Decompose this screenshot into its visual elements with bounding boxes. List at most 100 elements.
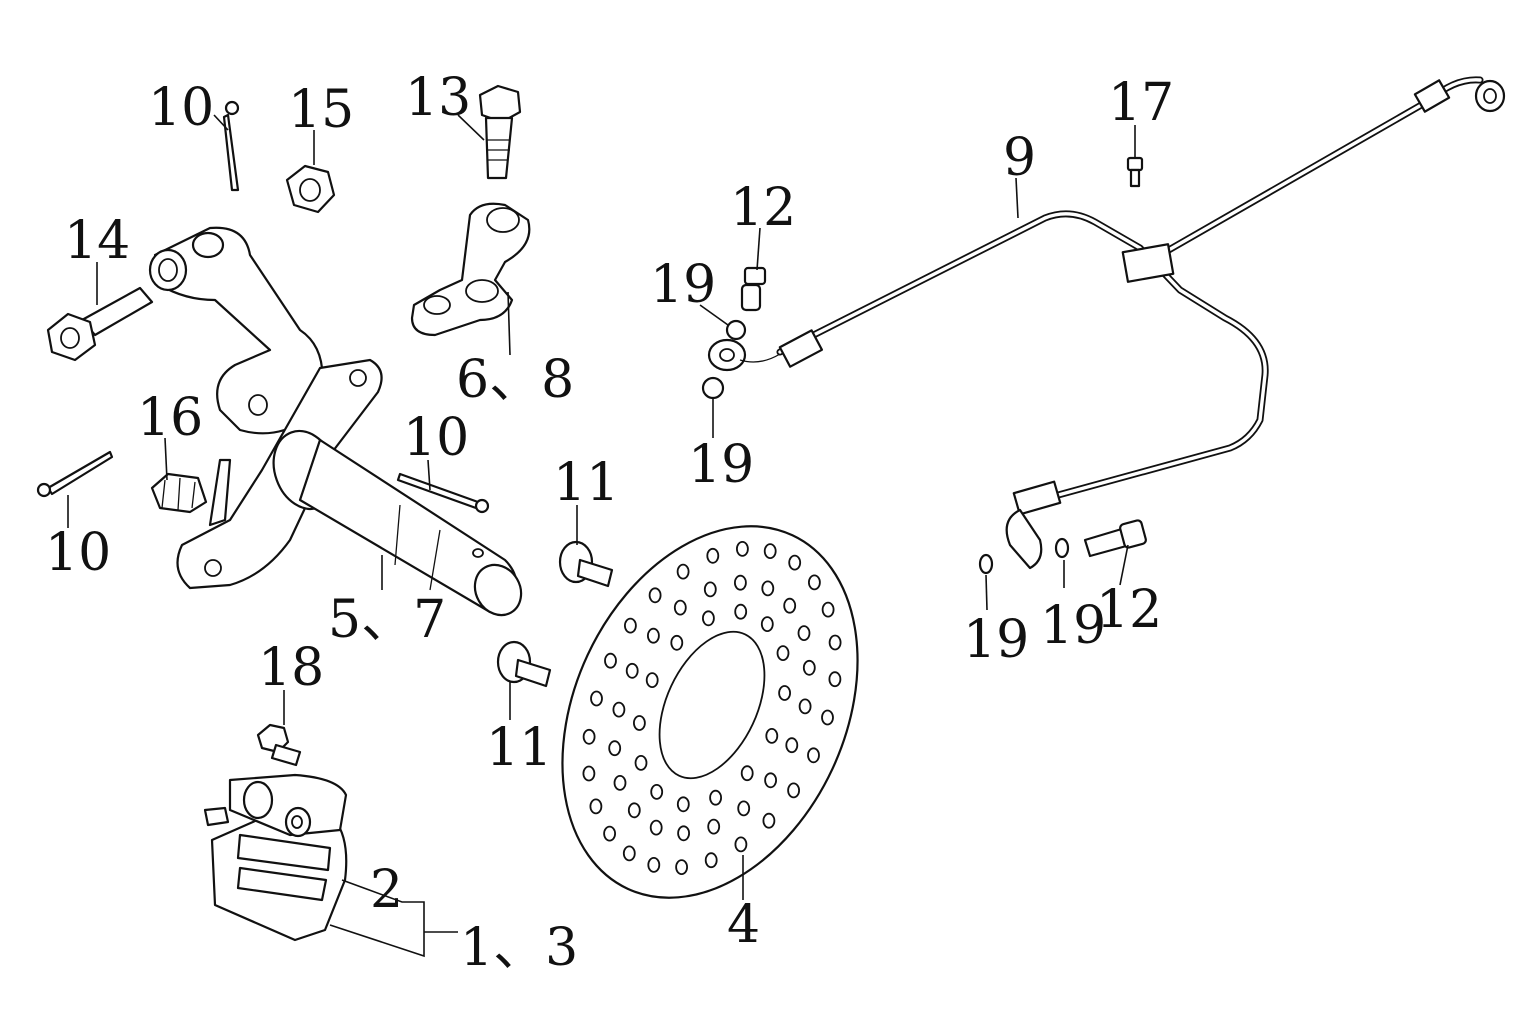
disc-hole [821,601,835,618]
disc-hole [675,859,688,875]
disc-hole [582,765,596,782]
disc-hole [622,845,636,862]
cotter-pin-mid [396,472,490,514]
wheel-stud-lower [496,640,552,688]
disc-hole [785,737,799,754]
callout-17: 17 [1108,73,1174,133]
callout-18: 18 [258,638,324,698]
banjo-bolt-right [1083,519,1147,558]
disc-hole [765,728,779,744]
disc-hole [776,645,790,661]
disc-hole [634,755,648,771]
disc-hole [648,587,662,604]
small-bolt [1126,156,1144,188]
leader-lines [67,114,1136,958]
callout-10-mid: 10 [403,408,469,468]
disc-hole [762,812,776,829]
disc-hole [703,581,717,598]
disc-hole [807,747,820,764]
washer-right-a [978,553,994,575]
steering-arm [410,202,531,337]
disc-hole [808,574,821,591]
disc-hole [612,701,626,718]
callout-2: 2 [370,860,403,920]
disc-hole [734,836,748,853]
callout-19-right-a: 19 [963,610,1029,670]
disc-hole [589,798,603,815]
disc-hole [676,796,690,813]
callout-15: 15 [288,80,354,140]
disc-hole [764,772,777,789]
disc-hole [604,652,617,669]
cotter-pin-left [36,450,114,498]
disc-hole [736,541,749,557]
hex-nut [285,164,336,214]
disc-hole [649,819,663,836]
disc-hole [627,802,641,819]
callout-12-right: 12 [1096,580,1162,640]
brake-caliper [203,773,348,942]
disc-hole [706,547,720,564]
callout-19-right-b: 19 [1040,596,1106,656]
callout-11-lower: 11 [486,718,552,778]
callout-14: 14 [64,211,130,271]
callout-12-top: 12 [730,178,796,238]
disc-hole [797,625,811,641]
cotter-pin-top [222,100,240,192]
disc-hole [633,715,646,731]
disc-hole [647,857,661,873]
brake-disc [561,525,859,899]
castle-nut [150,472,208,514]
callout-10-left: 10 [45,523,111,583]
long-bolt [46,286,154,362]
disc-hole [673,599,687,616]
disc-hole [650,784,664,800]
washer-right-b [1054,537,1070,559]
disc-hole [670,634,684,651]
disc-hole [761,580,775,597]
disc-hole [677,825,690,842]
disc-hole [709,789,722,806]
disc-hole [590,690,603,707]
disc-hole [802,659,816,676]
disc-hole [798,698,812,715]
disc-hole [613,775,627,791]
disc-hole [734,574,747,591]
disc-hole [760,616,774,632]
callout-4: 4 [727,895,760,955]
washer-top [725,319,747,341]
banjo-bolt-top [740,266,767,312]
callout-9: 9 [1003,128,1036,188]
callout-19-left: 19 [688,435,754,495]
callout-11-upper: 11 [553,453,619,513]
callout-10-top: 10 [148,78,214,138]
disc-hole [704,852,718,869]
callout-1-3: 1、3 [460,918,578,978]
disc-hole [625,662,639,679]
caliper-bolt [256,723,302,767]
disc-hole [778,685,791,701]
disc-hole [740,765,754,782]
disc-hole [737,800,751,817]
disc-hole [828,671,842,688]
callout-6-8: 6、8 [456,350,574,410]
knuckle-upper-arm [148,226,324,435]
brake-hose [707,76,1506,570]
disc-hole [707,818,721,835]
callout-5-7: 5、7 [328,590,446,650]
disc-hole [734,603,748,620]
wheel-stud-upper [558,540,614,588]
disc-hole [645,672,659,688]
disc-hole [702,610,715,627]
disc-holes [582,541,842,875]
pivot-bolt [478,84,522,180]
disc-hole [608,740,622,757]
disc-hole [783,597,797,614]
spindle [272,429,523,617]
disc-hole [647,627,660,644]
callout-13: 13 [405,68,471,128]
disc-hole [763,543,777,559]
disc-hole [624,617,637,634]
disc-hole [582,728,596,745]
